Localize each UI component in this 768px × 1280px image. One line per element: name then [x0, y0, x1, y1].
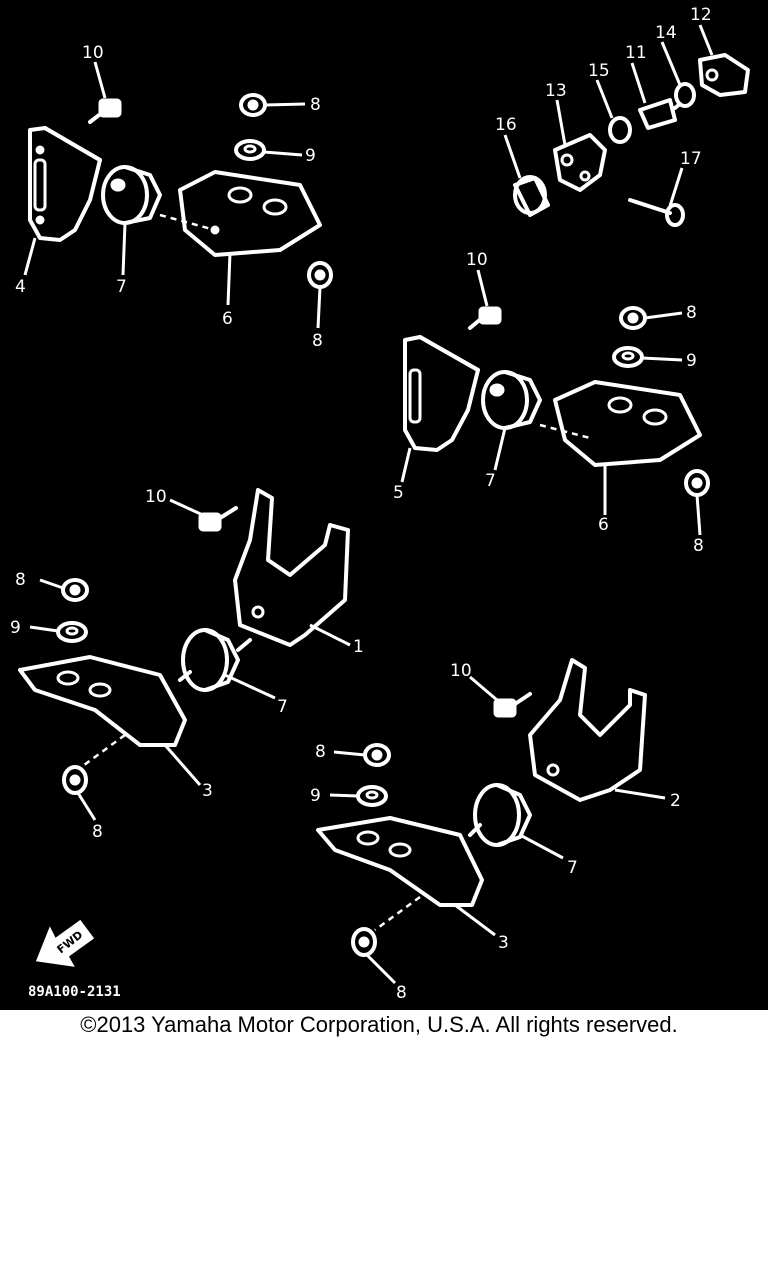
nut-8a-top [239, 93, 267, 117]
nut-14 [674, 82, 696, 108]
bracket-1 [233, 488, 350, 647]
label-9: 9 [305, 146, 316, 166]
label-9: 9 [10, 618, 21, 638]
rubber-mount-7c [178, 628, 252, 692]
label-14: 14 [655, 23, 677, 43]
nut-8c-top [61, 578, 89, 602]
bracket-2 [528, 658, 647, 802]
label-13: 13 [545, 81, 567, 101]
washer-9b [612, 346, 644, 368]
bolt-10a [88, 98, 122, 124]
label-11: 11 [625, 43, 647, 63]
label-8: 8 [92, 822, 103, 842]
label-12: 12 [690, 5, 712, 25]
label-4: 4 [15, 277, 26, 297]
nut-8d-top [363, 743, 391, 767]
label-8: 8 [310, 95, 321, 115]
copyright-notice: ©2013 Yamaha Motor Corporation, U.S.A. A… [80, 1012, 678, 1037]
nut-8b-bottom [684, 469, 710, 497]
label-8: 8 [396, 983, 407, 1003]
label-10: 10 [450, 661, 472, 681]
washer-9c [56, 621, 88, 643]
plate-6a [159, 170, 322, 257]
nut-8c-bottom [62, 765, 88, 795]
bolt-10c [198, 506, 238, 532]
bush-15 [608, 116, 632, 144]
label-10: 10 [466, 250, 488, 270]
label-17: 17 [680, 149, 702, 169]
collar-16 [513, 175, 550, 217]
washer-9d [356, 785, 388, 807]
label-5: 5 [393, 483, 404, 503]
bracket-4 [28, 126, 102, 242]
label-16: 16 [495, 115, 517, 135]
drawing-code: 89A100-2131 [28, 984, 121, 1000]
label-15: 15 [588, 61, 610, 81]
label-8: 8 [686, 303, 697, 323]
label-8: 8 [15, 570, 26, 590]
nut-8a-bottom [307, 261, 333, 289]
label-10: 10 [82, 43, 104, 63]
label-7: 7 [116, 277, 127, 297]
label-8: 8 [312, 331, 323, 351]
plate-3b [316, 816, 484, 932]
label-7: 7 [277, 697, 288, 717]
part-number-labels: 10 8 9 4 7 6 8 16 13 15 11 14 12 17 10 8… [10, 5, 712, 1003]
nut-8d-bottom [351, 927, 377, 957]
plate-6b [539, 380, 702, 467]
leader-lines [23, 24, 714, 985]
nut-8b-top [619, 306, 647, 330]
label-3: 3 [202, 781, 213, 801]
label-8: 8 [693, 536, 704, 556]
fwd-arrow-icon: FWD [35, 919, 95, 967]
label-9: 9 [686, 351, 697, 371]
label-6: 6 [222, 309, 233, 329]
label-9: 9 [310, 786, 321, 806]
label-8: 8 [315, 742, 326, 762]
bolt-17 [628, 198, 685, 227]
bracket-5 [403, 335, 480, 452]
bolt-10b [468, 306, 502, 330]
washer-9a [234, 139, 266, 161]
label-2: 2 [670, 791, 681, 811]
rubber-mount-7b [481, 370, 542, 430]
link-12 [698, 53, 750, 97]
rubber-mount-7a [101, 165, 162, 225]
label-3: 3 [498, 933, 509, 953]
plate-3a [18, 655, 187, 770]
label-6: 6 [598, 515, 609, 535]
label-7: 7 [567, 858, 578, 878]
label-10: 10 [145, 487, 167, 507]
bracket-13 [553, 133, 607, 192]
parts-diagram: 10 8 9 4 7 6 8 16 13 15 11 14 12 17 10 8… [0, 0, 768, 1010]
label-1: 1 [353, 637, 364, 657]
bolt-10d [493, 692, 532, 718]
bolt-11 [638, 98, 682, 130]
label-7: 7 [485, 471, 496, 491]
rubber-mount-7d [468, 783, 532, 847]
